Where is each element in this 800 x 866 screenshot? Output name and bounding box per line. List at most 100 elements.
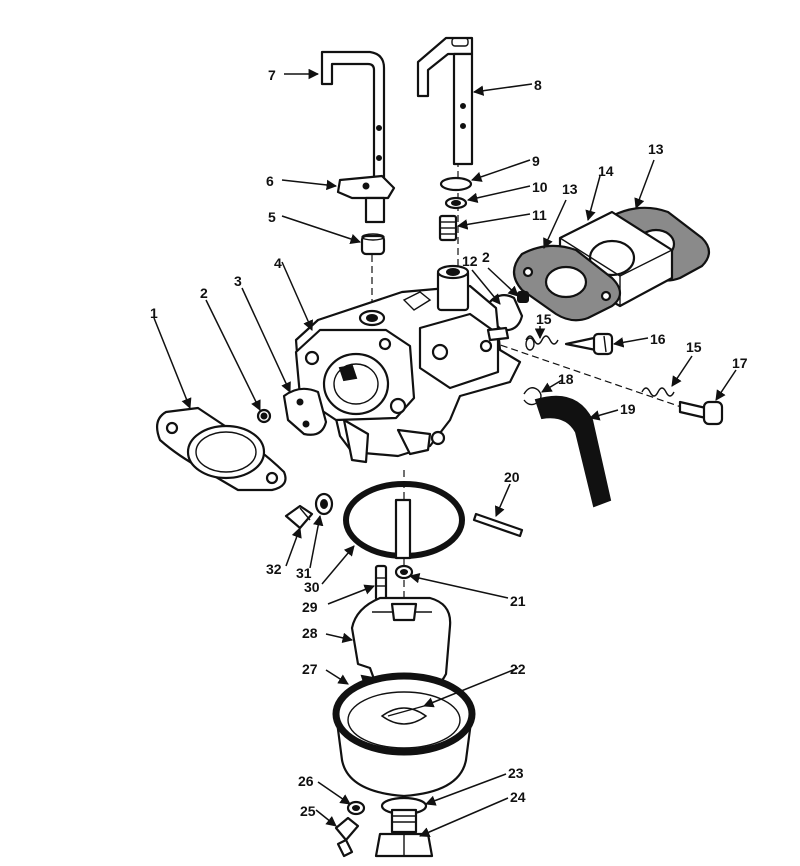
leader-23	[425, 773, 507, 806]
throttle-lever-part-6	[336, 174, 396, 224]
leader-27	[325, 669, 349, 685]
leader-16	[612, 337, 649, 348]
leader-4	[281, 261, 313, 331]
leader-2-left	[205, 299, 261, 411]
leader-25	[315, 809, 337, 827]
needle-seat-part-21	[394, 498, 414, 580]
callout-1: 1	[150, 305, 158, 321]
gasket-part-1	[155, 406, 287, 492]
leader-29	[327, 584, 375, 605]
callout-14: 14	[598, 163, 614, 179]
callout-5: 5	[268, 209, 276, 225]
bowl-nut-part-24	[374, 808, 434, 858]
screw-part-2-left	[256, 408, 272, 424]
leader-20	[494, 483, 511, 517]
screw-part-17	[678, 400, 724, 426]
bushing-part-5	[360, 233, 386, 256]
idle-screw-part-16	[564, 332, 614, 356]
callout-4: 4	[274, 255, 282, 271]
callout-19: 19	[620, 401, 636, 417]
callout-22: 22	[510, 661, 526, 677]
callout-17: 17	[732, 355, 748, 371]
leader-10	[466, 185, 531, 204]
spring-part-15-upper	[525, 335, 559, 351]
callout-labels: 1 2 2 3 4 5 6 7 8 9 10 11 12 13 13 14 15…	[150, 67, 748, 819]
callout-25: 25	[300, 803, 316, 819]
callout-30: 30	[304, 579, 320, 595]
callout-9: 9	[532, 153, 540, 169]
washer-part-31	[314, 492, 334, 516]
callout-28: 28	[302, 625, 318, 641]
clip-part-18	[523, 387, 542, 406]
callout-6: 6	[266, 173, 274, 189]
gasket-part-13-front	[512, 244, 622, 322]
leader-24	[419, 797, 509, 838]
callout-21: 21	[510, 593, 526, 609]
leader-8	[472, 83, 533, 96]
callout-27: 27	[302, 661, 318, 677]
leader-22	[423, 667, 519, 708]
fuel-line-part-19	[534, 395, 612, 508]
callout-3: 3	[234, 273, 242, 289]
callout-24: 24	[510, 789, 526, 805]
callout-7: 7	[268, 67, 276, 83]
fuel-bowl-part-27	[332, 672, 476, 798]
leader-13-rear	[634, 159, 655, 209]
leader-12	[471, 269, 501, 305]
leader-6	[281, 179, 338, 191]
seal-hole	[451, 200, 461, 206]
leader-26	[317, 781, 351, 805]
leader-21	[408, 572, 509, 599]
throttle-shaft-part-7	[320, 50, 386, 192]
callout-2-right: 2	[482, 249, 490, 265]
washer-part-26	[346, 800, 366, 816]
leader-2-right	[487, 267, 519, 297]
callout-12: 12	[462, 253, 478, 269]
leader-3	[241, 287, 291, 393]
leader-9	[471, 159, 531, 182]
callout-32: 32	[266, 561, 282, 577]
callout-31: 31	[296, 565, 312, 581]
callout-20: 20	[504, 469, 520, 485]
inlet-needle-part-29	[374, 564, 388, 602]
axis-idle-screw	[479, 337, 691, 411]
leader-32	[285, 527, 302, 567]
spring-part-15-lower	[641, 387, 675, 397]
leader-31	[309, 514, 324, 569]
leader-11	[456, 213, 531, 230]
screw-part-32	[284, 504, 314, 530]
hinge-pin-part-20	[472, 512, 524, 538]
leader-13-front	[543, 199, 567, 249]
callout-13-front: 13	[562, 181, 578, 197]
leader-28	[325, 632, 354, 643]
callout-16: 16	[650, 331, 666, 347]
callout-18: 18	[558, 371, 574, 387]
choke-shaft-part-8	[416, 36, 474, 166]
leader-17	[715, 369, 737, 401]
callout-10: 10	[532, 179, 548, 195]
callout-11: 11	[532, 207, 547, 223]
washer-part-9	[439, 176, 473, 192]
callout-29: 29	[302, 599, 318, 615]
leader-5	[281, 215, 361, 244]
nut-part-2-right	[517, 291, 529, 303]
screw-part-25	[334, 816, 360, 858]
callout-15-upper: 15	[536, 311, 552, 327]
callout-15-lower: 15	[686, 339, 702, 355]
callout-13-rear: 13	[648, 141, 664, 157]
leader-18	[541, 379, 563, 393]
leader-30	[321, 545, 355, 585]
leader-14	[585, 175, 601, 222]
throttle-plate-part-3	[282, 387, 328, 436]
leader-19	[588, 409, 619, 421]
main-jet-part-11	[438, 214, 458, 242]
leader-1	[153, 317, 192, 409]
float-pin-part-22	[387, 705, 425, 717]
callout-23: 23	[508, 765, 524, 781]
leader-lines	[153, 68, 737, 838]
leader-15-lower	[671, 355, 693, 387]
callout-8: 8	[534, 77, 542, 93]
carburetor-body-part-4	[294, 264, 522, 464]
